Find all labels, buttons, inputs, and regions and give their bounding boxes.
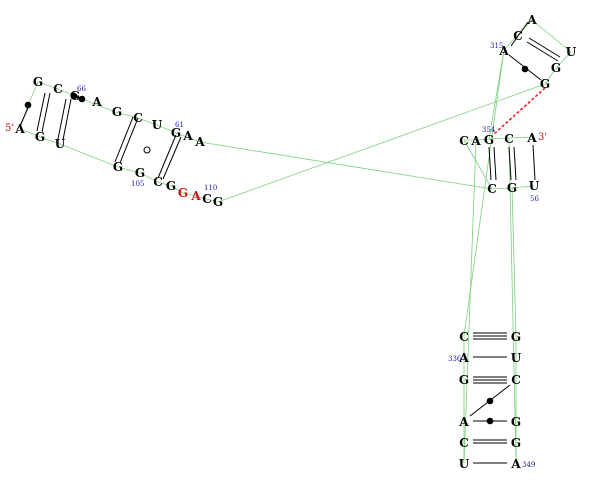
residue-number: 354 xyxy=(482,126,496,134)
base-pair-lines xyxy=(19,21,561,464)
base: C xyxy=(459,436,469,450)
pair-dot-4 xyxy=(521,65,529,73)
backbone-vertical-2 xyxy=(508,137,517,464)
backbone-vertical-3 xyxy=(511,187,517,337)
base: A xyxy=(182,129,193,143)
residue-number: 110 xyxy=(204,184,217,192)
residue-number: 66 xyxy=(77,85,86,93)
base: G xyxy=(135,166,145,180)
residue-number: 315 xyxy=(490,42,503,50)
base: G xyxy=(213,195,223,209)
backbone-long-1 xyxy=(199,141,493,190)
base: G xyxy=(511,415,521,429)
base: A xyxy=(91,95,102,109)
backbone-h2 xyxy=(503,19,572,85)
base: G xyxy=(171,126,181,140)
base: A xyxy=(510,457,521,471)
base: G xyxy=(113,160,123,174)
base: A xyxy=(526,131,537,145)
base: G xyxy=(551,61,561,75)
base: G xyxy=(112,105,122,119)
base: C xyxy=(53,82,63,96)
pair-circle-open xyxy=(143,146,151,154)
base: C xyxy=(153,175,163,189)
base: G xyxy=(178,186,188,200)
base: U xyxy=(55,137,66,151)
tertiary-interaction-line xyxy=(493,87,546,135)
base: G xyxy=(166,179,176,193)
base: G xyxy=(35,130,45,144)
nucleotides: A G C G A G C U G A A G U G G C G G A C … xyxy=(14,13,576,471)
base: C xyxy=(511,373,521,387)
base: C xyxy=(133,111,143,125)
base: U xyxy=(566,45,577,59)
backbone-h3-top xyxy=(464,136,535,141)
base: A xyxy=(194,135,205,149)
residue-number: 56 xyxy=(530,195,539,203)
residue-number: 105 xyxy=(131,180,144,188)
base: A xyxy=(526,13,537,27)
base: U xyxy=(511,351,522,365)
backbone-vertical-1 xyxy=(463,139,477,464)
base: U xyxy=(529,179,540,193)
pair-dot-3 xyxy=(78,95,86,103)
base: A xyxy=(498,44,509,58)
residue-number: 61 xyxy=(175,121,184,129)
pair-dot-2 xyxy=(70,92,78,100)
residue-number: 336 xyxy=(448,355,462,363)
base: G xyxy=(511,330,521,344)
base: G xyxy=(507,181,517,195)
backbone-long-2 xyxy=(217,83,546,203)
residue-numbers: 66 61 105 110 315 354 56 336 349 xyxy=(77,42,539,469)
base: A xyxy=(458,351,469,365)
base: C xyxy=(459,330,469,344)
base: A xyxy=(190,189,201,203)
pair-markers xyxy=(24,65,529,425)
backbone-vertical-4 xyxy=(463,49,505,337)
base: U xyxy=(459,457,470,471)
backbone-5p-link xyxy=(19,128,41,138)
base: C xyxy=(504,132,514,146)
backbone-h1-top xyxy=(19,81,201,143)
backbone-h1-bottom xyxy=(39,136,219,203)
base: G xyxy=(484,133,494,147)
base: U xyxy=(152,118,163,132)
backbone-lines xyxy=(19,19,572,464)
base: G xyxy=(33,75,43,89)
backbone-h3-loop xyxy=(463,139,493,190)
three-prime-label: 3' xyxy=(538,132,547,143)
base: A xyxy=(458,415,469,429)
residue-number: 349 xyxy=(522,461,535,469)
pair-dot-1 xyxy=(24,101,32,109)
base: A xyxy=(470,134,481,148)
base: G xyxy=(70,89,80,103)
base: A xyxy=(14,122,25,136)
pair-dot-6 xyxy=(486,417,494,425)
base: C xyxy=(202,192,212,206)
base: G xyxy=(540,77,550,91)
backbone-h2-h3 xyxy=(488,49,505,140)
pair-dot-5 xyxy=(486,397,494,405)
base: C xyxy=(487,182,497,196)
base: G xyxy=(511,436,521,450)
five-prime-label: 5' xyxy=(5,123,14,134)
base: C xyxy=(513,29,523,43)
base: G xyxy=(459,373,469,387)
base: C xyxy=(459,134,469,148)
